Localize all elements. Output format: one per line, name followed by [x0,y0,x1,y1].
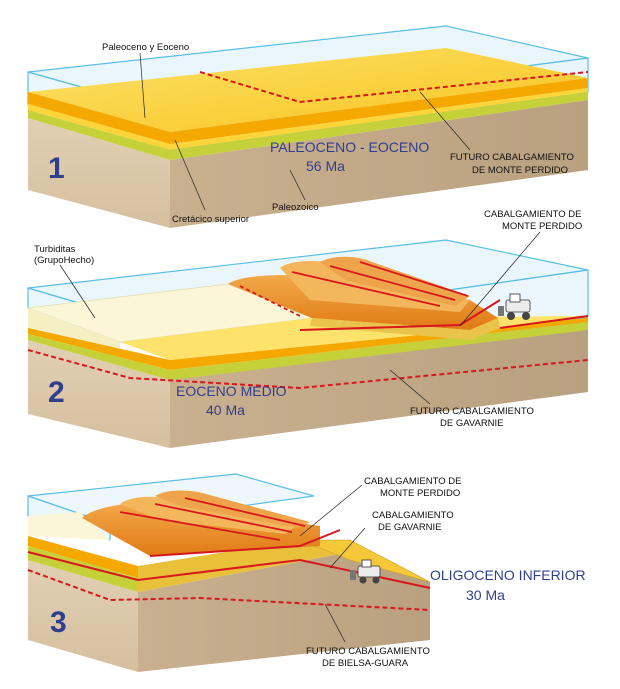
label-grupo-hecho: (GrupoHecho) [34,255,94,266]
paleocene-layer-front [28,92,170,144]
future-fault-line [27,349,589,390]
leader-line [139,52,146,119]
bulldozer-icon [350,559,381,584]
paleozoic-side [170,100,588,228]
label-paleoceno-eoceno: Paleoceno y Eoceno [102,42,189,53]
paleocene-layer-side [170,78,588,144]
label-futuro-gav-2: DE GAVARNIE [440,418,504,429]
era-age: 56 Ma [306,158,345,174]
leader-line [459,231,541,327]
label-futuro-mp-1: FUTURO CABALGAMIENTO [450,152,574,163]
cretaceous-layer-front [28,546,138,592]
panel-3: 3 OLIGOCENO INFERIOR 30 Ma CABALGAMIENTO… [27,473,586,672]
paleozoic-front [28,118,170,228]
thrust-fault [119,511,281,541]
ramp-surface [310,318,500,340]
era-age: 40 Ma [206,402,245,418]
panel-2: 2 EOCENO MEDIO 40 Ma Turbiditas (GrupoHe… [27,209,589,448]
basal-thrust [499,315,589,329]
label-futuro-bg-1: FUTURO CABALGAMIENTO [306,646,430,657]
label-futuro-gav-1: FUTURO CABALGAMIENTO [410,406,534,417]
label-cabalg-mp-2: MONTE PERDIDO [502,221,582,232]
paleozoic-front [28,560,138,672]
label-cabalg-mp-2: MONTE PERDIDO [380,488,460,499]
label-futuro-bg-2: DE BIELSA-GUARA [322,658,409,669]
eocene-layer-side [170,88,588,150]
monte-perdido-thrust [149,529,341,557]
label-cabalg-mp-1: CABALGAMIENTO DE [484,209,582,220]
label-cabalg-gav-1: CABALGAMIENTO [372,510,454,521]
future-fault-line [199,71,589,104]
label-cabalg-gav-2: DE GAVARNIE [378,522,442,533]
paleozoic-front [28,340,170,448]
label-turbiditas: Turbiditas [34,244,76,255]
thrust-fault [359,261,469,297]
label-cretacico: Cretácico superior [172,214,249,225]
paleocene-layer-front [28,536,138,578]
panel-number: 3 [50,606,67,639]
cretaceous-layer-side [170,322,588,380]
thrust-fault [329,265,456,301]
era-age: 30 Ma [466,587,505,603]
paleocene-layer-front [28,328,170,370]
leader-line [289,169,306,201]
leader-line [174,139,206,211]
panel-number: 1 [48,152,65,185]
era-title: OLIGOCENO INFERIOR [430,567,586,583]
panel-number: 2 [48,376,65,409]
era-title: PALEOCENO - EOCENO [270,139,429,155]
monte-perdido-thrust [299,299,501,331]
future-fault-line [27,569,431,611]
leader-line [59,264,96,319]
leader-line [324,603,346,643]
paleozoic-side [138,552,430,672]
leader-line [299,484,363,537]
eocene-top-surface [28,48,588,132]
cretaceous-layer-front [28,334,170,380]
paleozoic-side [170,316,588,448]
era-title: EOCENO MEDIO [176,383,287,399]
leader-line [329,527,366,569]
label-cabalg-mp-1: CABALGAMIENTO DE [364,476,462,487]
panel-1: 1 PALEOCENO - EOCENO 56 Ma Paleoceno y E… [27,25,589,228]
cretaceous-layer-side [170,92,588,160]
leader-line [419,91,471,151]
label-paleozoico: Paleozoico [272,202,318,213]
turbidites-top [28,512,110,540]
thrust-fault [154,503,293,533]
label-futuro-mp-2: DE MONTE PERDIDO [472,165,568,176]
cretaceous-layer-front [28,110,170,160]
bulldozer-icon [498,293,531,320]
thrust-fault [184,497,306,527]
leader-line [389,369,431,405]
thrust-fault [291,271,441,307]
eocene-layer-front [28,104,170,150]
